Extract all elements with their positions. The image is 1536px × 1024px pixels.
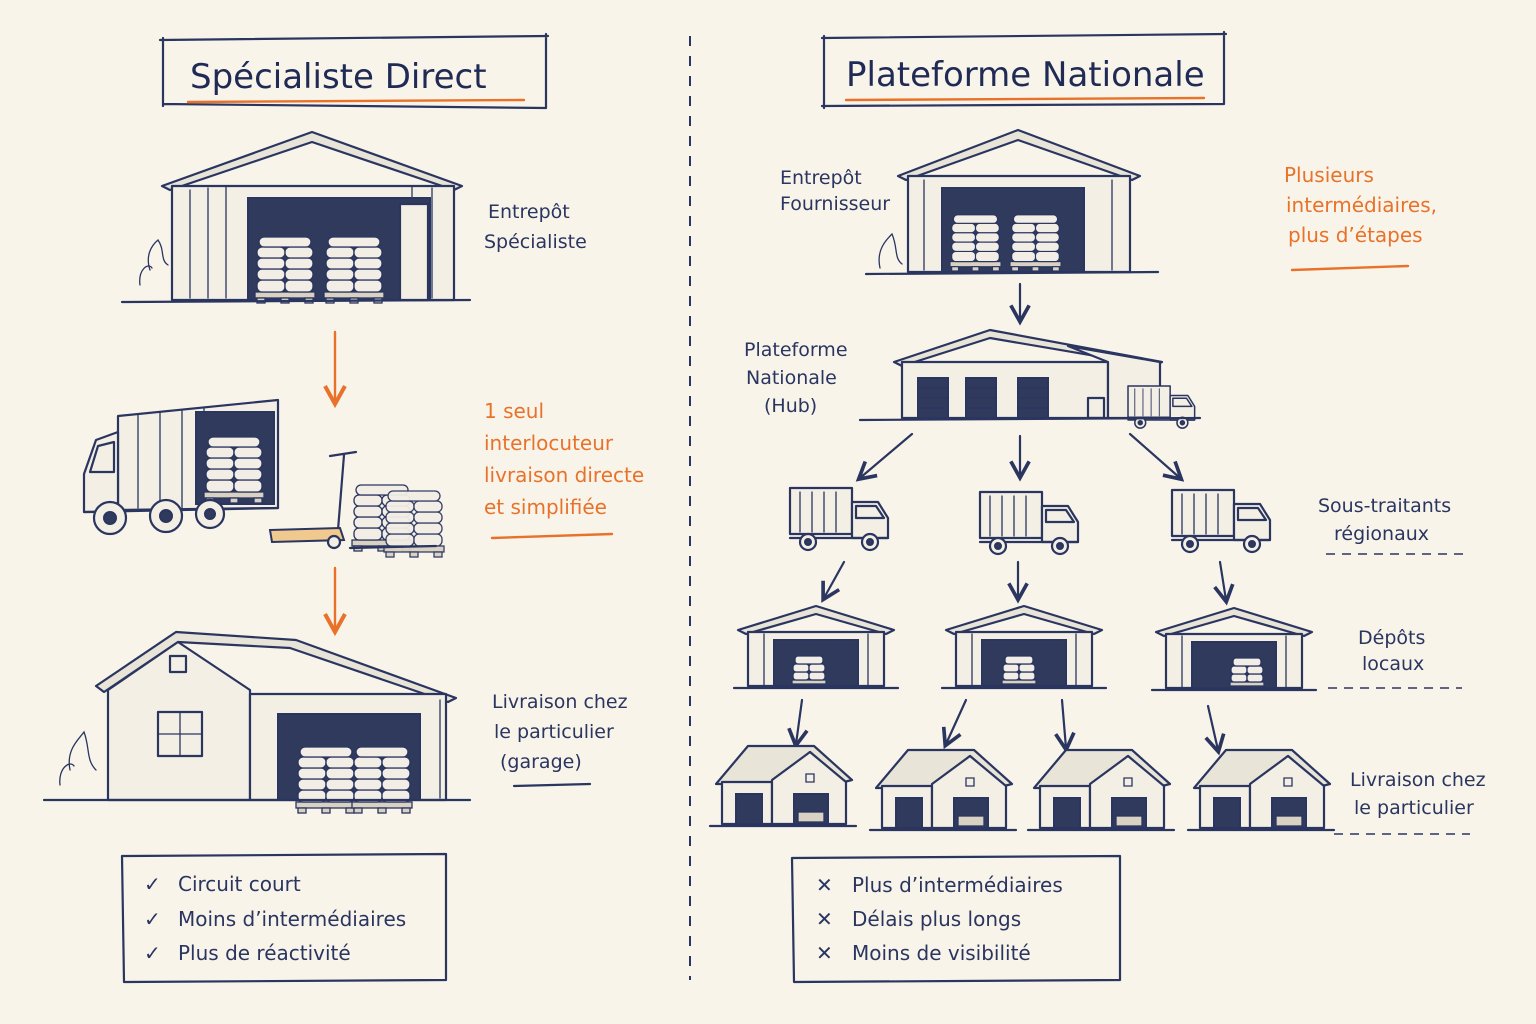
house-garage-icon: [708, 744, 858, 828]
warehouse-label: Entrepôt Spécialiste: [484, 201, 587, 253]
depot-icon: [940, 604, 1108, 690]
hub-label: Plateforme Nationale (Hub): [744, 339, 854, 417]
arrow-down-icon: [1220, 560, 1226, 600]
arrow-down-icon: [1062, 698, 1066, 748]
drawback-item: Moins de visibilité: [852, 941, 1031, 965]
benefit-item: Moins d’intermédiaires: [178, 907, 406, 931]
right-note-underline: [1290, 264, 1410, 272]
arrow-down-icon: [1208, 704, 1218, 750]
house-garage-icon: [868, 748, 1018, 832]
right-delivery-label: Livraison chez le particulier: [1350, 769, 1492, 819]
drawback-item: Délais plus longs: [852, 907, 1021, 931]
cross-icon: ✕: [816, 873, 833, 897]
left-delivery-underline: [512, 782, 592, 788]
arrow-down-icon: [824, 560, 846, 598]
check-icon: ✓: [144, 941, 161, 965]
left-title-box: Spécialiste Direct: [158, 32, 550, 110]
arrow-down-icon: [860, 432, 914, 478]
drawback-item: Plus d’intermédiaires: [852, 873, 1063, 897]
drawbacks-box: ✕ Plus d’intermédiaires ✕ Délais plus lo…: [790, 854, 1122, 984]
delivery-truck-icon: [978, 490, 1080, 556]
hub-building-icon: [858, 328, 1202, 429]
left-title: Spécialiste Direct: [190, 57, 487, 97]
depot-icon: [1150, 606, 1318, 692]
supplier-label: Entrepôt Fournisseur: [780, 167, 890, 215]
right-title-box: Plateforme Nationale: [820, 30, 1228, 110]
arrow-down-icon: [796, 698, 802, 744]
pallet-jack-icon: [268, 450, 445, 558]
house-garage-icon: [1026, 748, 1176, 832]
delivery-truck-icon: [82, 398, 280, 536]
house-garage-icon: [1186, 748, 1336, 832]
benefit-item: Circuit court: [178, 872, 301, 896]
benefit-item: Plus de réactivité: [178, 941, 351, 965]
depot-icon: [732, 604, 900, 690]
benefits-box: ✓ Circuit court ✓ Moins d’intermédiaires…: [120, 852, 448, 984]
delivery-truck-icon: [1170, 488, 1272, 554]
delivery-truck-icon: [788, 486, 890, 552]
left-note-underline: [490, 532, 614, 540]
warehouse-icon: [864, 128, 1160, 276]
arrow-down-icon: [946, 698, 968, 744]
depots-label: Dépôts locaux: [1358, 627, 1431, 675]
right-title: Plateforme Nationale: [846, 55, 1205, 95]
arrow-down-icon: [1128, 432, 1180, 478]
right-note: Plusieurs intermédiaires, plus d’étapes: [1284, 163, 1443, 247]
left-delivery-label: Livraison chez le particulier (garage): [492, 691, 634, 773]
cross-icon: ✕: [816, 907, 833, 931]
check-icon: ✓: [144, 872, 161, 896]
cross-icon: ✕: [816, 941, 833, 965]
house-garage-icon: [42, 630, 472, 814]
subcontractors-label: Sous-traitants régionaux: [1318, 495, 1457, 545]
warehouse-icon: [120, 130, 472, 304]
check-icon: ✓: [144, 907, 161, 931]
left-note: 1 seul interlocuteur livraison directe e…: [484, 399, 651, 519]
